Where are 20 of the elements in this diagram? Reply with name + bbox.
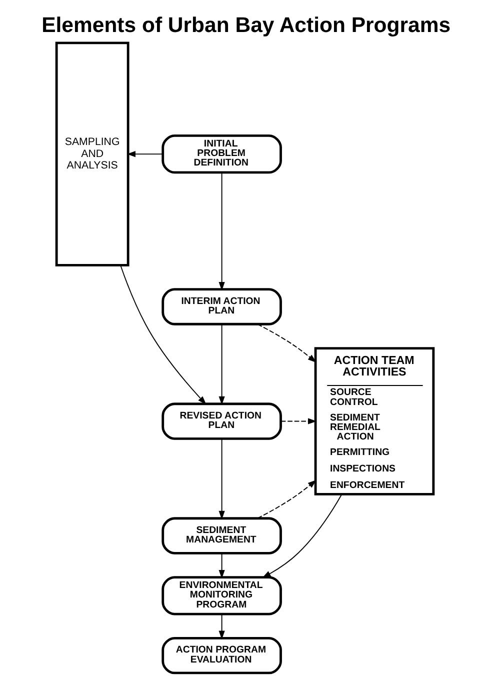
node-box: ACTION PROGRAM EVALUATION bbox=[161, 636, 282, 674]
arrow bbox=[262, 494, 342, 578]
arrow bbox=[218, 438, 224, 520]
arrow bbox=[218, 324, 224, 406]
diagram-title: Elements of Urban Bay Action Programs bbox=[41, 12, 450, 37]
arrow bbox=[256, 480, 316, 519]
arrow bbox=[280, 418, 316, 424]
node-box: SAMPLING AND ANALYSIS bbox=[54, 42, 129, 266]
arrow bbox=[218, 172, 224, 291]
node-box: ENVIRONMENTAL MONITORING PROGRAM bbox=[161, 576, 282, 616]
arrow bbox=[120, 264, 206, 405]
arrow bbox=[218, 552, 224, 579]
node-box: INTERIM ACTION PLAN bbox=[161, 288, 282, 326]
node-box: INITIAL PROBLEM DEFINITION bbox=[161, 134, 282, 174]
node-box: ACTION TEAM ACTIVITIES SOURCE CONTROL SEDIMENT REMEDIAL ACTION PERMITTING INSPECTIONS ENFORCEMENT bbox=[314, 347, 434, 496]
arrow bbox=[218, 614, 224, 640]
node-box: REVISED ACTION PLAN bbox=[161, 402, 282, 440]
arrow bbox=[256, 324, 316, 363]
node-box: SEDIMENT MANAGEMENT bbox=[161, 517, 282, 554]
arrow bbox=[126, 151, 163, 158]
